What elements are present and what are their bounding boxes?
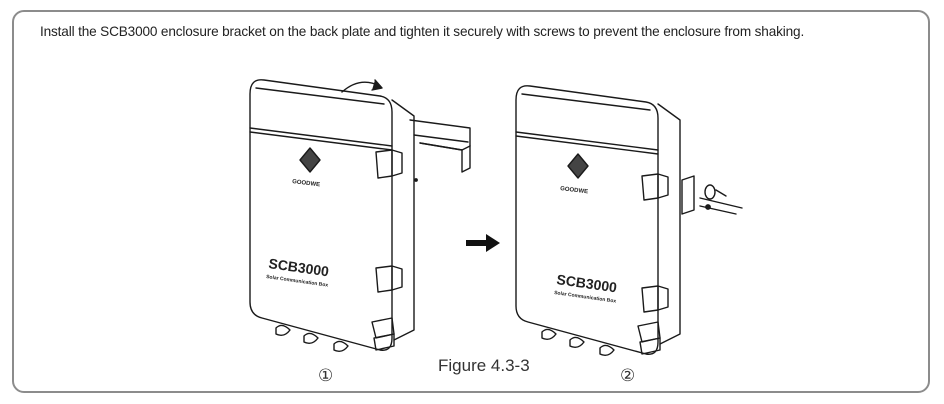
figure-caption: Figure 4.3-3 [438,356,530,375]
step-number-1: ① [318,366,334,385]
enclosure-2-drawing [515,85,743,357]
figure-frame [12,10,930,393]
enclosure-1-drawing [249,79,471,353]
right-arrow-icon [466,234,500,252]
instruction-text: Install the SCB3000 enclosure bracket on… [40,24,805,39]
brand-label-1: GOODWE [292,179,321,188]
step-number-2: ② [620,366,636,385]
brand-label-2: GOODWE [560,186,589,195]
